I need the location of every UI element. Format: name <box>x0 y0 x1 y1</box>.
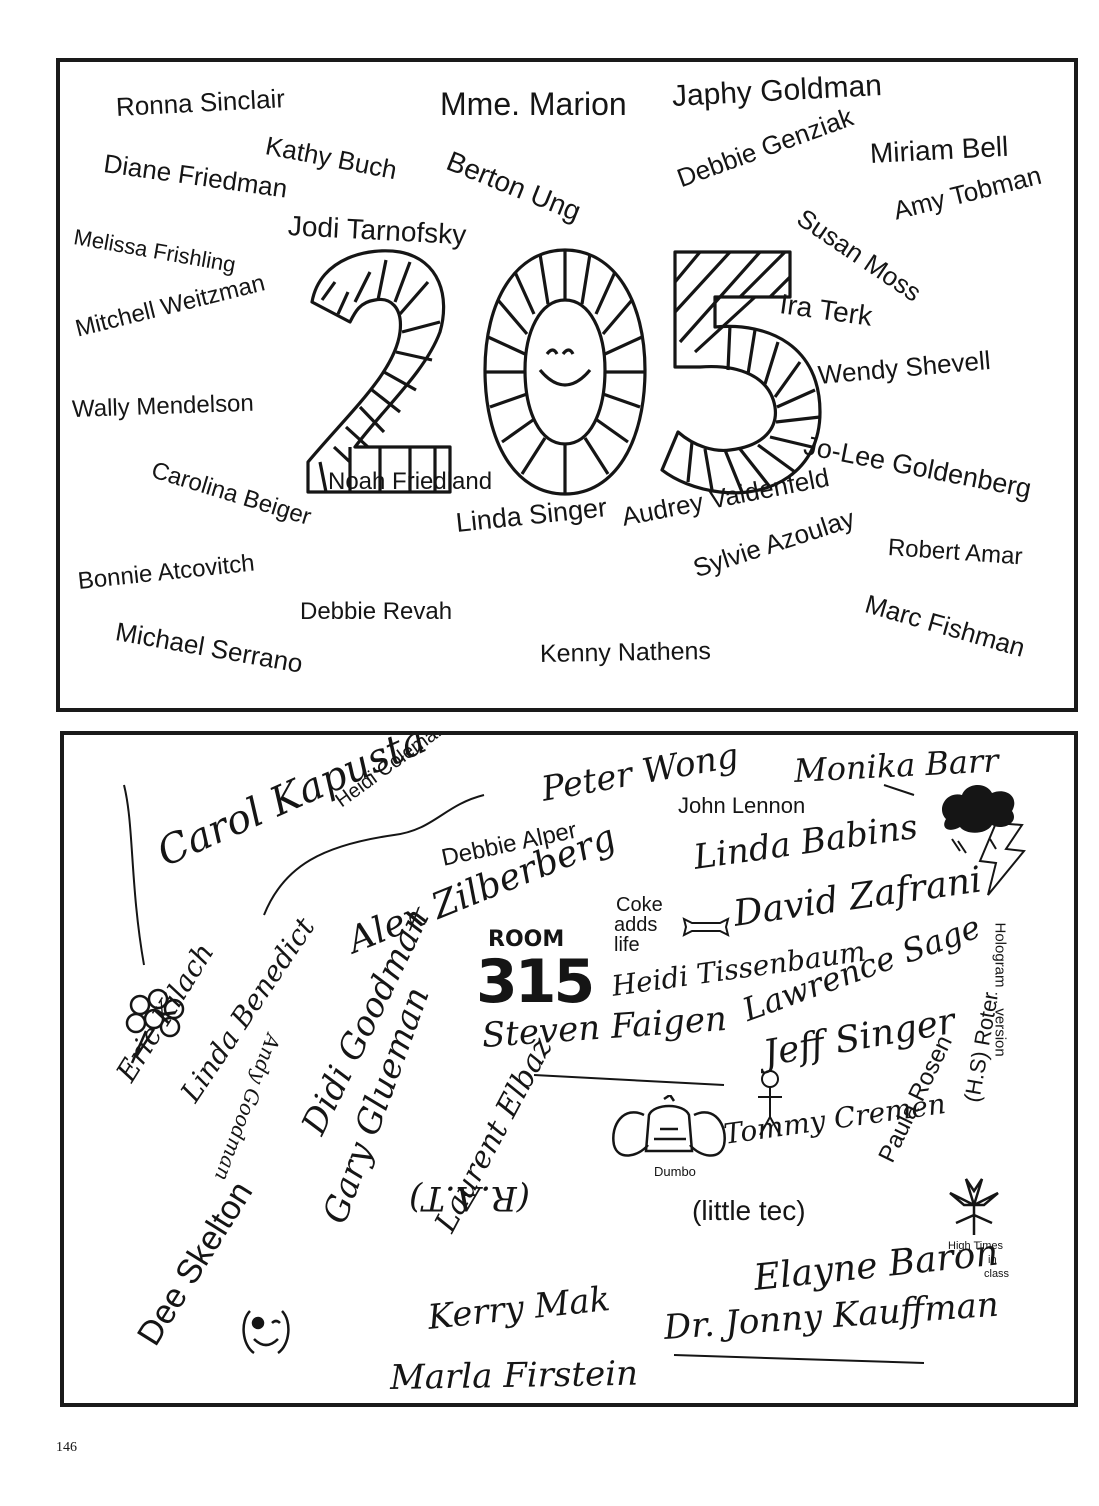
signature: Carolina Beiger <box>148 456 315 531</box>
dumbo-caption: Dumbo <box>654 1164 696 1179</box>
signature: Bonnie Atcovitch <box>76 549 256 595</box>
signature: Robert Amar <box>887 534 1024 571</box>
coke-text-line: life <box>614 934 640 956</box>
signature: (R.A.T) <box>409 1178 530 1218</box>
signature: Mme. Marion <box>440 86 627 122</box>
dumbo-elephant-doodle <box>612 1095 726 1157</box>
signature: Mitchell Weitzman <box>72 269 268 343</box>
skeleton-doodle <box>758 1070 782 1136</box>
leaf-doodle <box>949 1178 999 1235</box>
signature: Michael Serrano <box>113 616 306 679</box>
signature: Amy Tobman <box>890 159 1045 226</box>
underline-scribbles <box>123 784 925 1364</box>
signature: Wally Mendelson <box>71 389 255 423</box>
signature: Monika Barr <box>793 741 1000 790</box>
signature: Marla Firstein <box>389 1353 639 1398</box>
signature: Diane Friedman <box>101 148 290 204</box>
room-label: ROOM <box>488 927 565 952</box>
page-number: 146 <box>56 1440 77 1455</box>
signature: John Lennon <box>678 793 806 818</box>
smiley-face-doodle <box>242 1310 290 1355</box>
signature: (little tec) <box>692 1195 806 1226</box>
panel-room-315: ROOM 315 Coke adds life Dumbo Hi <box>60 731 1078 1407</box>
coke-text-line: Coke <box>616 894 663 916</box>
high-times-line: High Times <box>948 1240 1004 1252</box>
high-times-line: in <box>988 1254 997 1266</box>
signature: Noah Friedland <box>328 468 493 495</box>
candy-wrapper-doodle <box>682 917 730 937</box>
coke-text-line: adds <box>614 914 658 936</box>
flower-doodle <box>125 988 185 1064</box>
high-times-line: class <box>984 1268 1010 1280</box>
signature: Melissa Frishling <box>71 224 238 278</box>
room-205-graphic <box>306 248 822 496</box>
signature: Ronna Sinclair <box>115 83 286 122</box>
signature: Miriam Bell <box>869 130 1010 169</box>
signature: Debbie Revah <box>300 598 453 625</box>
signature: Marc Fishman <box>861 588 1029 663</box>
signature: Berton Ung <box>442 145 586 227</box>
signature: Kenny Nathens <box>539 637 712 668</box>
room-number: 315 <box>476 947 595 1017</box>
storm-cloud-doodle <box>941 784 1026 896</box>
signature: Japhy Goldman <box>671 69 883 113</box>
signature: Debbie Genziak <box>672 101 857 194</box>
signature: Sylvie Azoulay <box>689 502 859 584</box>
panel-room-205: Ronna Sinclair Mme. Marion Japhy Goldman… <box>56 58 1078 712</box>
